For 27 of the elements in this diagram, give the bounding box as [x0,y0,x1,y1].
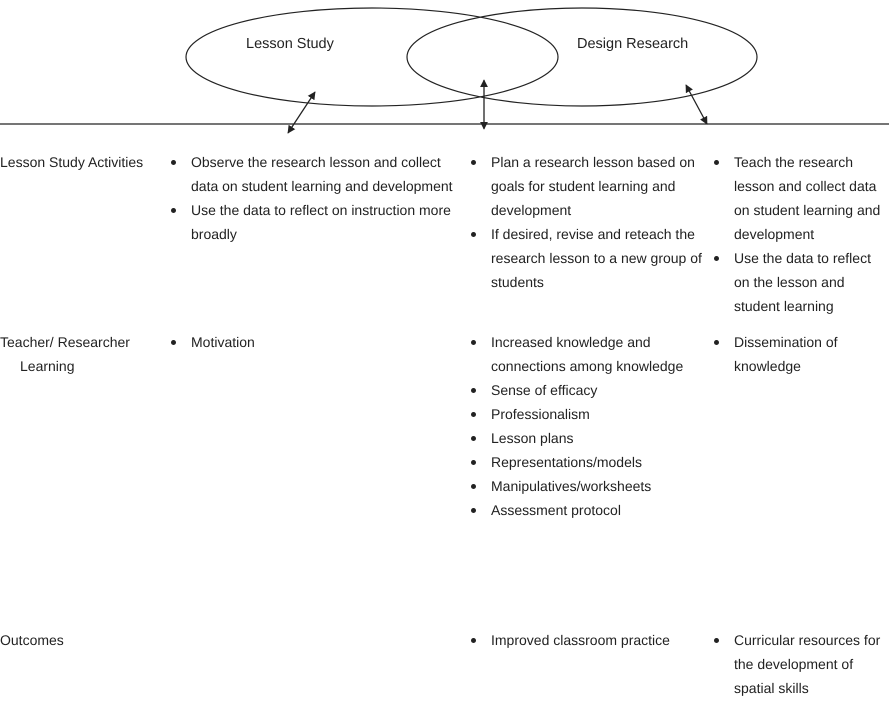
row-header: Teacher/ Researcher Learning [0,333,131,376]
list-item: Improved classroom practice [491,631,671,650]
list-item: Assessment protocol [491,501,622,520]
list-item: Increased knowledge and connections among knowledge [491,333,684,376]
list-item: Sense of efficacy [491,381,598,400]
double-arrow [480,79,488,130]
list-item: Professionalism [491,405,591,424]
double-arrow [287,91,316,134]
row-header: Outcomes [0,631,65,650]
list-item: If desired, revise and reteach the research lesson to a new group of students [491,225,703,292]
list-item: Representations/models [491,453,643,472]
list-item: Plan a research lesson based on goals for student learning and development [491,153,696,220]
list-item: Teach the research lesson and collect data on student learning and development [734,153,882,244]
list-item: Dissemination of knowledge [734,333,838,376]
ellipse-label: Design Research [577,35,688,54]
list-item: Manipulatives/worksheets [491,477,652,496]
ellipse [186,8,558,106]
list-item: Motivation [191,333,256,352]
row-header: Lesson Study Activities [0,153,144,172]
ellipse-label: Lesson Study [246,35,334,54]
ellipse [407,8,757,106]
double-arrow [685,84,708,125]
list-item: Use the data to reflect on instruction more broadly [191,201,452,244]
list-item: Lesson plans [491,429,575,448]
list-item: Use the data to reflect on the lesson and student learning [734,249,872,316]
list-item: Observe the research lesson and collect data on student learning and development [191,153,454,196]
list-item: Curricular resources for the development of spatial skills [734,631,882,698]
